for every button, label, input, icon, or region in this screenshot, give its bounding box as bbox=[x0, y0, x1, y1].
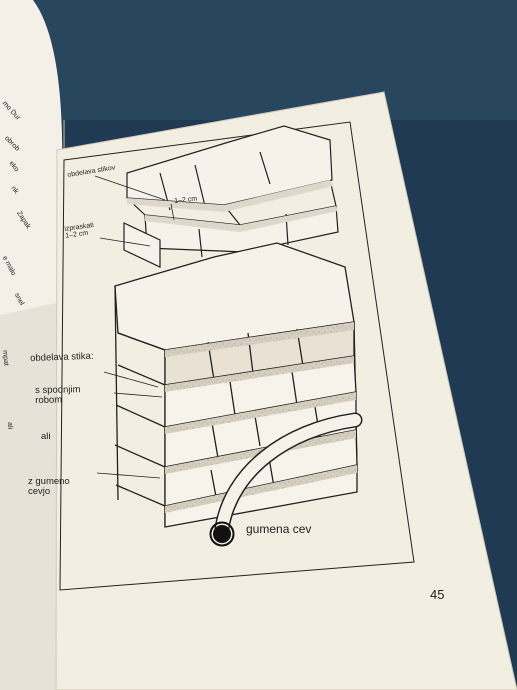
label-rubber-hose: gumena cev bbox=[246, 522, 312, 536]
left-page bbox=[0, 0, 63, 330]
rubber-hose-inner bbox=[216, 414, 361, 534]
page-number: 45 bbox=[430, 587, 445, 602]
fabric-lighter-top bbox=[0, 0, 517, 120]
left-page-text-9: ali bbox=[6, 422, 14, 430]
annotation-leaders bbox=[94, 175, 175, 479]
label-bottom-edge: s spodnjim robom bbox=[34, 384, 81, 406]
label-or: ali bbox=[41, 431, 51, 442]
upper-wall-joints bbox=[127, 180, 338, 232]
hose-end bbox=[213, 525, 231, 543]
mortar-dots bbox=[165, 322, 357, 513]
label-with-hose: z gumeno cevjo bbox=[28, 476, 70, 497]
hose-end-rim bbox=[209, 521, 235, 547]
left-page-text-8: mpat bbox=[1, 350, 10, 367]
